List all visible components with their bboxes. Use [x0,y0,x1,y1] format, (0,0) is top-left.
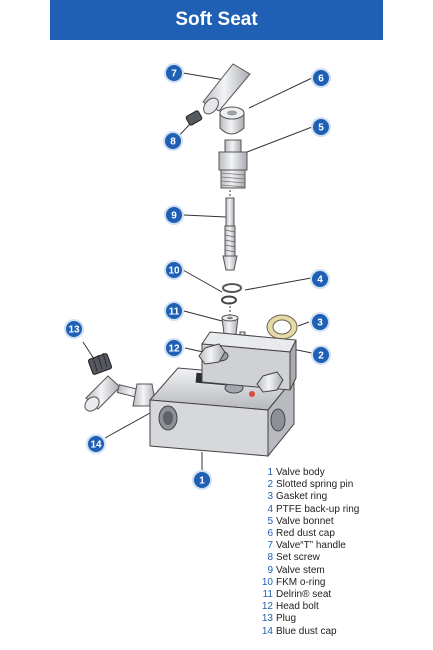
set-screw-part [185,110,203,126]
svg-text:5: 5 [318,123,324,134]
leader-lines [82,72,313,471]
svg-text:13: 13 [68,325,80,336]
callout-badge-3: 3 [310,312,330,332]
svg-text:12: 12 [168,344,180,355]
svg-text:10: 10 [168,266,180,277]
callout-badge-11: 11 [164,301,184,321]
svg-text:4: 4 [317,275,323,286]
fkm-oring-part [221,295,237,305]
plug-part [87,352,113,375]
svg-text:2: 2 [318,351,324,362]
valve-stem-part [222,197,238,271]
svg-text:11: 11 [169,307,180,318]
callout-badge-8: 8 [163,131,183,151]
valve-t-handle-part [202,63,251,115]
head-bolt-part [198,343,284,393]
svg-text:3: 3 [317,318,323,329]
svg-text:8: 8 [170,137,176,148]
valve-bonnet-part [218,139,248,189]
callout-badge-10: 10 [164,260,184,280]
callout-badge-7: 7 [164,63,184,83]
ptfe-backup-ring-part [222,283,242,293]
gasket-ring-part [266,314,298,340]
red-dust-cap-part [219,106,245,135]
callout-badge-4: 4 [310,269,330,289]
svg-text:7: 7 [171,69,177,80]
svg-text:9: 9 [171,211,177,222]
callout-badge-9: 9 [164,205,184,225]
callout-badge-14: 14 [86,434,106,454]
svg-text:14: 14 [90,440,102,451]
callout-badge-12: 12 [164,338,184,358]
valve-body-part [148,331,297,458]
page-title: Soft Seat [175,9,258,30]
callout-badge-6: 6 [311,68,331,88]
callout-badge-2: 2 [311,345,331,365]
callout-badge-1: 1 [192,470,212,490]
callout-badge-5: 5 [311,117,331,137]
title-bar: Soft Seat [50,0,383,40]
svg-text:6: 6 [318,74,324,85]
callout-badge-13: 13 [64,319,84,339]
svg-text:1: 1 [199,476,205,487]
